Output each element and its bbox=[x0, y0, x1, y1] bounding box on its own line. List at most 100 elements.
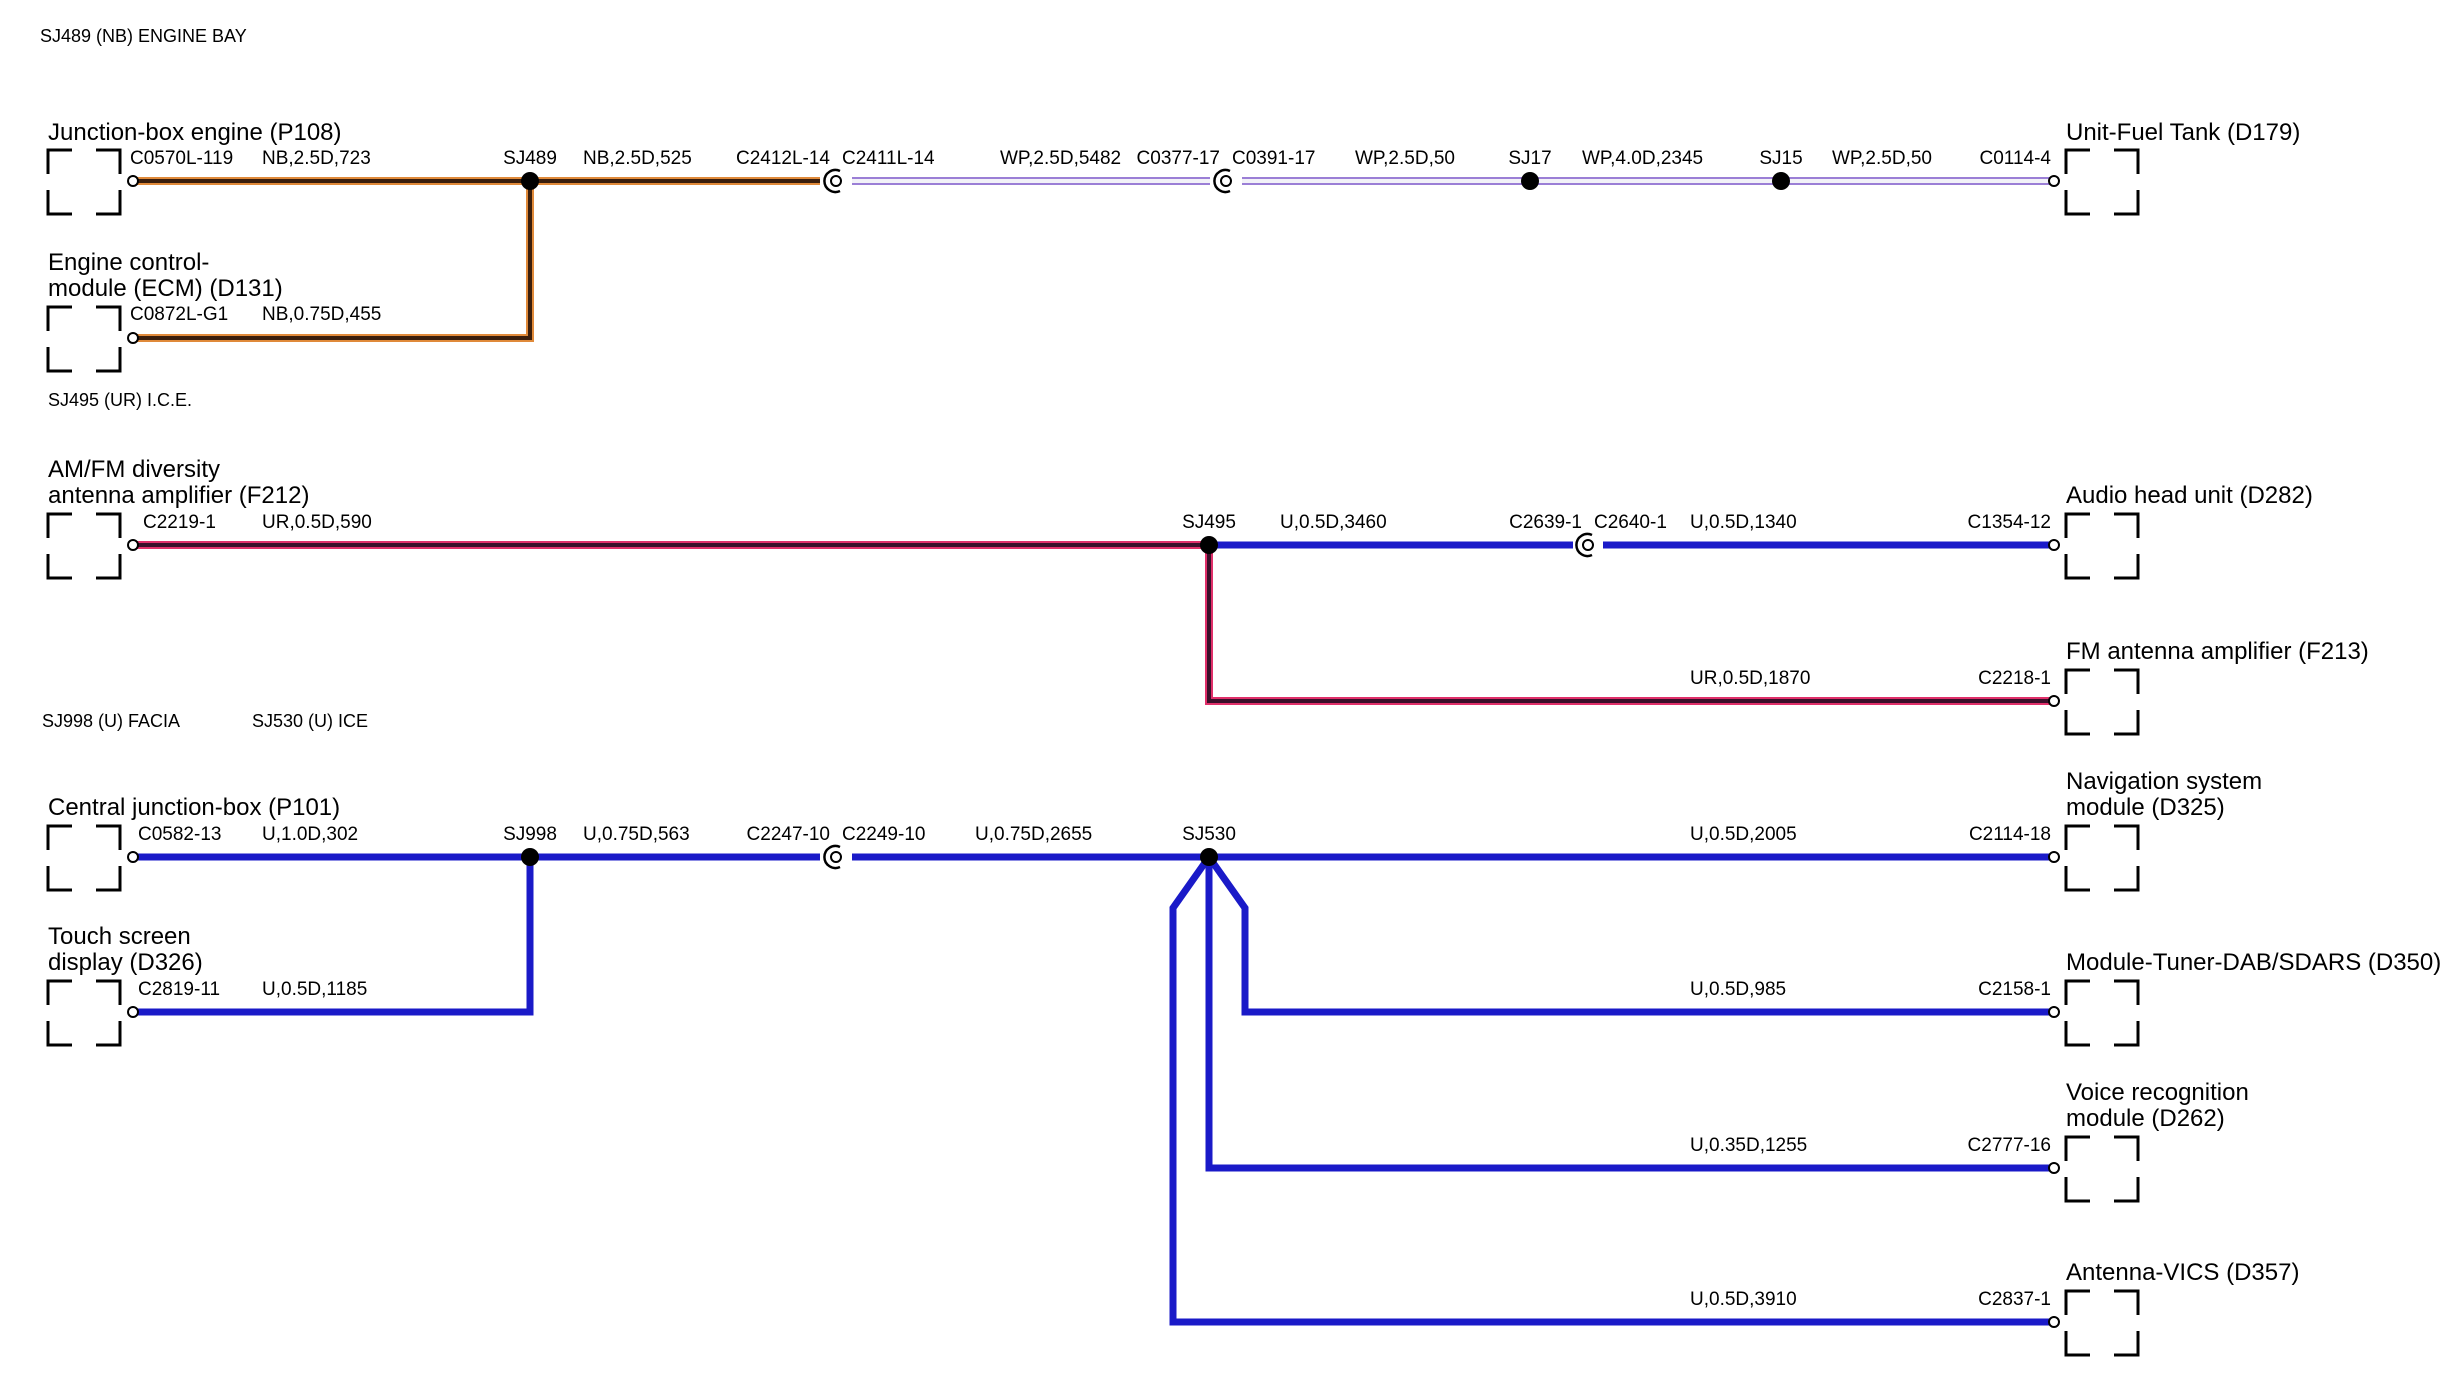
connector-id: C2837-1 bbox=[1978, 1289, 2051, 1310]
connector-id: C0570L-119 bbox=[130, 148, 233, 169]
component-name: Navigation system bbox=[2066, 768, 2262, 795]
box-corner bbox=[2114, 710, 2140, 736]
box-corner bbox=[96, 347, 122, 373]
box-corner bbox=[2064, 190, 2090, 216]
box-corner bbox=[2114, 512, 2140, 538]
box-corner bbox=[2064, 866, 2090, 892]
box-corner bbox=[2064, 148, 2090, 174]
splice-label: SJ530 bbox=[1182, 824, 1236, 845]
component-name: display (D326) bbox=[48, 949, 203, 976]
box-corner bbox=[2114, 1331, 2140, 1357]
wire-spec-label: U,0.75D,563 bbox=[583, 824, 690, 845]
splice-label: SJ15 bbox=[1759, 148, 1802, 169]
socket-arc bbox=[823, 844, 841, 870]
component-name: Central junction-box (P101) bbox=[48, 794, 340, 821]
pin-terminal bbox=[127, 851, 139, 863]
wire-spec-label: WP,4.0D,2345 bbox=[1582, 148, 1703, 169]
box-corner bbox=[96, 866, 122, 892]
node-layer bbox=[46, 148, 2140, 1357]
wire-spec-label: U,0.5D,985 bbox=[1690, 979, 1786, 1000]
wire-spec-label: NB,2.5D,525 bbox=[583, 148, 692, 169]
component-c6 bbox=[2064, 668, 2140, 736]
box-corner bbox=[46, 347, 72, 373]
box-corner bbox=[2114, 866, 2140, 892]
splice-dot bbox=[1200, 848, 1218, 866]
inline-connector-i2 bbox=[1213, 168, 1232, 194]
component-c3 bbox=[2064, 148, 2140, 216]
component-name: AM/FM diversity bbox=[48, 456, 220, 483]
section-heading: SJ489 (NB) ENGINE BAY bbox=[40, 26, 247, 46]
component-name: module (D325) bbox=[2066, 794, 2225, 821]
pin-terminal bbox=[2048, 539, 2060, 551]
pin-terminal bbox=[2048, 695, 2060, 707]
box-corner bbox=[96, 554, 122, 580]
wire-core bbox=[133, 181, 532, 340]
connector-id: C1354-12 bbox=[1968, 512, 2051, 533]
box-corner bbox=[2064, 668, 2090, 694]
component-c2 bbox=[46, 305, 122, 373]
splice-dot bbox=[1772, 172, 1790, 190]
connector-id: C2114-18 bbox=[1969, 824, 2051, 845]
splice-dot bbox=[1521, 172, 1539, 190]
component-c4 bbox=[46, 512, 122, 580]
section-heading: SJ495 (UR) I.C.E. bbox=[48, 390, 192, 410]
inline-connector-right-id: C2249-10 bbox=[842, 824, 925, 845]
box-corner bbox=[2114, 554, 2140, 580]
component-name: Unit-Fuel Tank (D179) bbox=[2066, 119, 2300, 146]
box-corner bbox=[2064, 512, 2090, 538]
box-corner bbox=[2064, 979, 2090, 1005]
wire-w15 bbox=[133, 857, 534, 1016]
box-corner bbox=[96, 979, 122, 1005]
pin-terminal bbox=[2048, 1162, 2060, 1174]
section-heading: SJ530 (U) ICE bbox=[252, 711, 368, 731]
wire-core bbox=[1207, 545, 2054, 703]
wire-w18 bbox=[1205, 857, 2054, 1172]
socket-arc bbox=[1575, 532, 1593, 558]
inline-connector-right-id: C0391-17 bbox=[1232, 148, 1315, 169]
box-corner bbox=[46, 824, 72, 850]
inline-connector-left-id: C2247-10 bbox=[747, 824, 830, 845]
wire-spec-label: WP,2.5D,50 bbox=[1355, 148, 1455, 169]
pin-terminal bbox=[830, 851, 842, 863]
box-corner bbox=[2064, 1289, 2090, 1315]
box-corner bbox=[2064, 710, 2090, 736]
box-corner bbox=[96, 305, 122, 331]
box-corner bbox=[46, 148, 72, 174]
splice-label: SJ17 bbox=[1508, 148, 1551, 169]
box-corner bbox=[2064, 1331, 2090, 1357]
pin-terminal bbox=[2048, 1316, 2060, 1328]
box-corner bbox=[46, 554, 72, 580]
wire-layer bbox=[133, 177, 2054, 1326]
connector-id: C0114-4 bbox=[1980, 148, 2052, 169]
box-corner bbox=[2114, 1289, 2140, 1315]
splice-label: SJ998 bbox=[503, 824, 557, 845]
wire-spec-label: U,1.0D,302 bbox=[262, 824, 358, 845]
component-c9 bbox=[2064, 824, 2140, 892]
component-name: Antenna-VICS (D357) bbox=[2066, 1259, 2299, 1286]
wire-spec-label: NB,2.5D,723 bbox=[262, 148, 371, 169]
component-c10 bbox=[2064, 979, 2140, 1047]
connector-id: C2218-1 bbox=[1978, 668, 2051, 689]
wire-spec-label: U,0.5D,1340 bbox=[1690, 512, 1797, 533]
pin-terminal bbox=[1220, 175, 1232, 187]
wire-spec-label: WP,2.5D,5482 bbox=[1000, 148, 1121, 169]
component-name: antenna amplifier (F212) bbox=[48, 482, 309, 509]
socket-arc bbox=[1213, 168, 1231, 194]
wire-w2 bbox=[133, 181, 534, 342]
splice-dot bbox=[521, 848, 539, 866]
box-corner bbox=[46, 866, 72, 892]
wire-w19 bbox=[1169, 854, 2054, 1326]
pin-terminal bbox=[2048, 1006, 2060, 1018]
inline-connector-i3 bbox=[1575, 532, 1594, 558]
pin-terminal bbox=[127, 175, 139, 187]
box-corner bbox=[96, 512, 122, 538]
splice-label: SJ495 bbox=[1182, 512, 1236, 533]
box-corner bbox=[2114, 824, 2140, 850]
inline-connector-right-id: C2640-1 bbox=[1594, 512, 1667, 533]
pin-terminal bbox=[1582, 539, 1594, 551]
connector-id: C2777-16 bbox=[1968, 1135, 2051, 1156]
wire-spec-label: U,0.5D,1185 bbox=[262, 979, 367, 1000]
component-name: Touch screen bbox=[48, 923, 191, 950]
wire-spec-label: U,0.75D,2655 bbox=[975, 824, 1092, 845]
